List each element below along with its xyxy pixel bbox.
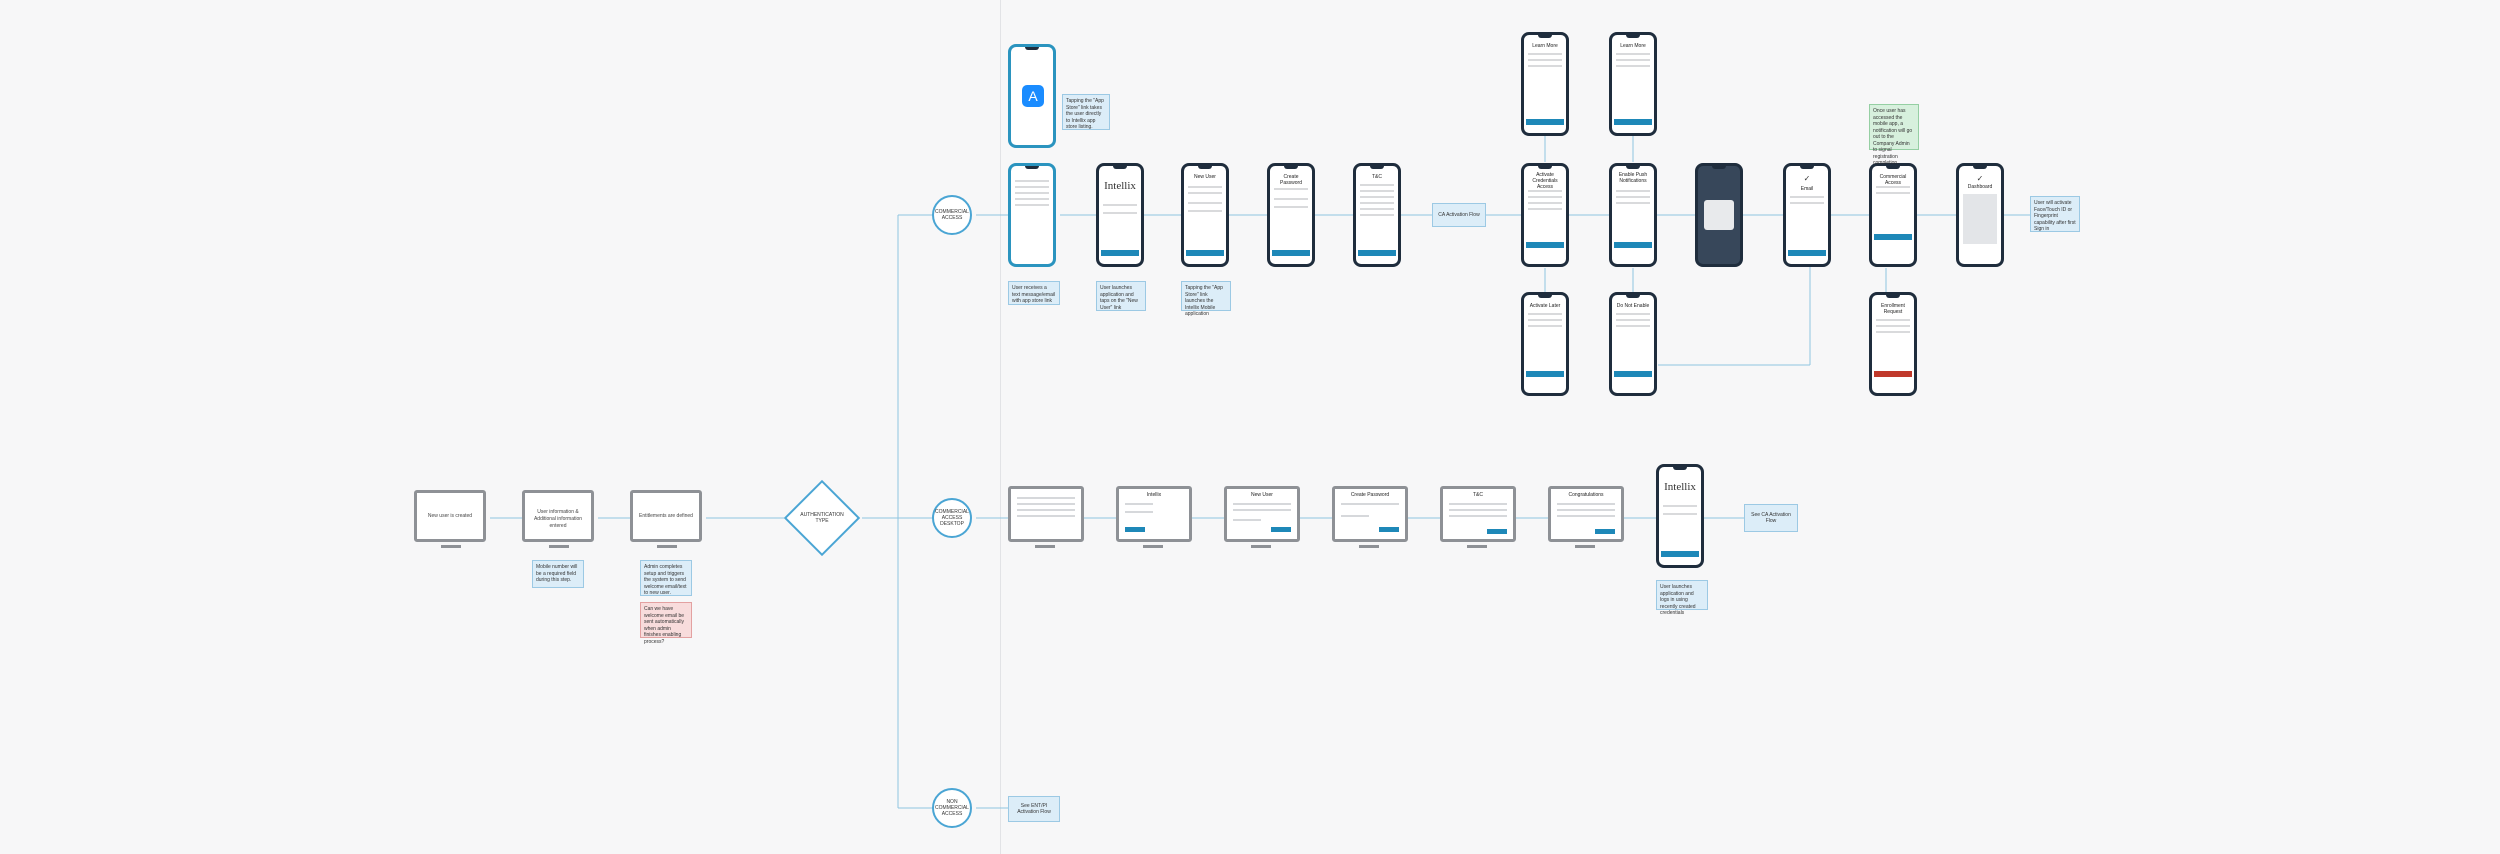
accept-button[interactable]: [1874, 234, 1912, 240]
email-phone: [1008, 163, 1056, 267]
monitor-label: Entitlements are defined: [639, 513, 693, 519]
monitor-title: Create Password: [1350, 492, 1390, 498]
user-info-monitor: User information & Additional informatio…: [522, 490, 594, 548]
enable-push-phone: Enable Push Notifications: [1609, 163, 1657, 267]
push-permission-phone: [1695, 163, 1743, 267]
web-login-monitor: Intellix: [1116, 486, 1192, 548]
section-divider: [1000, 0, 1001, 854]
accept-button[interactable]: [1487, 529, 1507, 534]
enable-button[interactable]: [1614, 242, 1652, 248]
activate-button[interactable]: [1526, 242, 1564, 248]
screen-title: Do Not Enable: [1616, 303, 1650, 309]
app-store-icon: A: [1022, 85, 1044, 107]
done-button[interactable]: [1614, 119, 1652, 125]
screen-title: Dashboard: [1967, 184, 1993, 190]
monitor-label: New user is created: [427, 513, 473, 519]
intellix-logo: Intellix: [1104, 180, 1136, 192]
intellix-logo: Intellix: [1664, 481, 1696, 493]
commercial-access-phone: Commercial Access: [1869, 163, 1917, 267]
monitor-title: New User: [1251, 492, 1273, 498]
done-button[interactable]: [1595, 529, 1615, 534]
create-password-phone: Create Password: [1267, 163, 1315, 267]
email-check-phone: ✓ Email: [1783, 163, 1831, 267]
new-user-phone: New User: [1181, 163, 1229, 267]
app-store-phone: A: [1008, 44, 1056, 148]
commercial-access-node: COMMERCIAL ACCESS: [932, 195, 972, 235]
done-button[interactable]: [1526, 119, 1564, 125]
activate-credentials-phone: Activate Credentials Access: [1521, 163, 1569, 267]
screen-title: Activate Credentials Access: [1532, 172, 1558, 190]
screen-title: New User: [1194, 174, 1216, 180]
sign-in-button[interactable]: [1661, 551, 1699, 557]
screen-title: Enrollment Request: [1881, 303, 1905, 315]
learn-more-phone-2: Learn More: [1609, 32, 1657, 136]
do-not-enable-phone: Do Not Enable: [1609, 292, 1657, 396]
screen-title: Create Password: [1280, 174, 1302, 186]
email-button[interactable]: [1788, 250, 1826, 256]
web-create-password-monitor: Create Password: [1332, 486, 1408, 548]
sign-in-button[interactable]: [1101, 250, 1139, 256]
continue-button[interactable]: [1271, 527, 1291, 532]
note-admin-notification: Once user has accessed the mobile app, a…: [1869, 104, 1919, 166]
see-ca-activation-box: See CA Activation Flow: [1744, 504, 1798, 532]
entitlements-monitor: Entitlements are defined: [630, 490, 702, 548]
tnc-phone: T&C: [1353, 163, 1401, 267]
new-user-monitor: New user is created: [414, 490, 486, 548]
dashboard-content: [1963, 194, 1997, 244]
login-button[interactable]: [1125, 527, 1145, 532]
note-mobile-required: Mobile number will be a required field d…: [532, 560, 584, 588]
screen-title: Enable Push Notifications: [1618, 172, 1648, 184]
see-ent-activation-box: See ENT/PI Activation Flow: [1008, 796, 1060, 822]
note-launch-app: Tapping the "App Store" link launches th…: [1181, 281, 1231, 317]
request-button[interactable]: [1874, 371, 1912, 377]
screen-title: Commercial Access: [1879, 174, 1907, 186]
note-new-user-link: User launches application and taps on th…: [1096, 281, 1146, 311]
enrollment-request-phone: Enrollment Request: [1869, 292, 1917, 396]
ca-activation-flow-box: CA Activation Flow: [1432, 203, 1486, 227]
screen-title: Activate Later: [1529, 303, 1561, 309]
screen-title: Learn More: [1532, 43, 1558, 49]
activate-later-phone: Activate Later: [1521, 292, 1569, 396]
note-email-text: User receives a text message/email with …: [1008, 281, 1060, 305]
ok-button[interactable]: [1526, 371, 1564, 377]
accept-button[interactable]: [1358, 250, 1396, 256]
screen-title: Email: [1800, 186, 1814, 192]
dashboard-phone: ✓ Dashboard: [1956, 163, 2004, 267]
web-email-monitor: [1008, 486, 1084, 548]
continue-button[interactable]: [1614, 371, 1652, 377]
note-welcome-question: Can we have welcome email be sent automa…: [640, 602, 692, 645]
continue-button[interactable]: [1186, 250, 1224, 256]
screen-title: T&C: [1372, 174, 1382, 180]
web-mobile-login-phone: Intellix: [1656, 464, 1704, 568]
checkmark-icon: ✓: [1976, 174, 1984, 183]
commercial-access-desktop-node: COMMERCIAL ACCESS DESKTOP: [932, 498, 972, 538]
learn-more-phone-1: Learn More: [1521, 32, 1569, 136]
note-admin-setup: Admin completes setup and triggers the s…: [640, 560, 692, 596]
screen-title: Learn More: [1620, 43, 1646, 49]
monitor-label: User information & Additional informatio…: [533, 509, 583, 529]
web-new-user-monitor: New User: [1224, 486, 1300, 548]
login-phone: Intellix: [1096, 163, 1144, 267]
non-commercial-access-node: NON COMMERCIAL ACCESS: [932, 788, 972, 828]
web-tnc-monitor: T&C: [1440, 486, 1516, 548]
note-touch-id: User will activate Face/Touch ID or Fing…: [2030, 196, 2080, 232]
web-congratulations-monitor: Congratulations: [1548, 486, 1624, 548]
permission-dialog[interactable]: [1704, 200, 1734, 230]
continue-button[interactable]: [1272, 250, 1310, 256]
monitor-title: Intellix: [1146, 492, 1162, 498]
continue-button[interactable]: [1379, 527, 1399, 532]
auth-type-label: AUTHENTICATION TYPE: [800, 512, 844, 524]
note-login-credentials: User launches application and logs in us…: [1656, 580, 1708, 616]
note-appstore-link: Tapping the "App Store" link takes the u…: [1062, 94, 1110, 130]
checkmark-icon: ✓: [1803, 174, 1811, 183]
monitor-title: Congratulations: [1568, 492, 1604, 498]
monitor-title: T&C: [1473, 492, 1483, 498]
